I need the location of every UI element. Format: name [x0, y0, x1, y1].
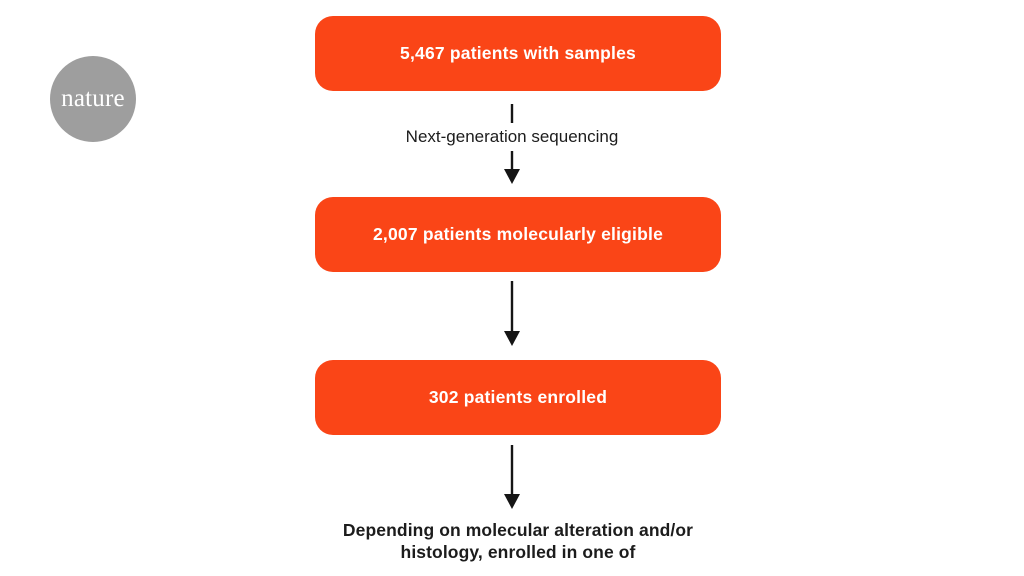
- arrow-down-icon: [504, 445, 520, 509]
- connector-sequencing: Next-generation sequencing: [0, 103, 1024, 184]
- arrow-down-icon: [504, 281, 520, 346]
- flow-box-molecularly-eligible: 2,007 patients molecularly eligible: [315, 197, 721, 272]
- flow-box-patients-enrolled: 302 patients enrolled: [315, 360, 721, 435]
- connector-3: [0, 445, 1024, 509]
- nature-logo-text: nature: [61, 85, 125, 112]
- caption: Depending on molecular alteration and/or…: [342, 520, 694, 562]
- flow-box-patients-with-samples: 5,467 patients with samples: [315, 16, 721, 91]
- flow-box-label: 302 patients enrolled: [428, 387, 608, 407]
- connector-label: Next-generation sequencing: [405, 127, 619, 146]
- flow-box-label: 5,467 patients with samples: [400, 43, 636, 63]
- connector-line: [510, 104, 514, 123]
- connector-2: [0, 281, 1024, 346]
- nature-logo: nature: [50, 56, 136, 142]
- arrow-down-icon: [504, 151, 520, 184]
- flow-box-label: 2,007 patients molecularly eligible: [372, 224, 664, 244]
